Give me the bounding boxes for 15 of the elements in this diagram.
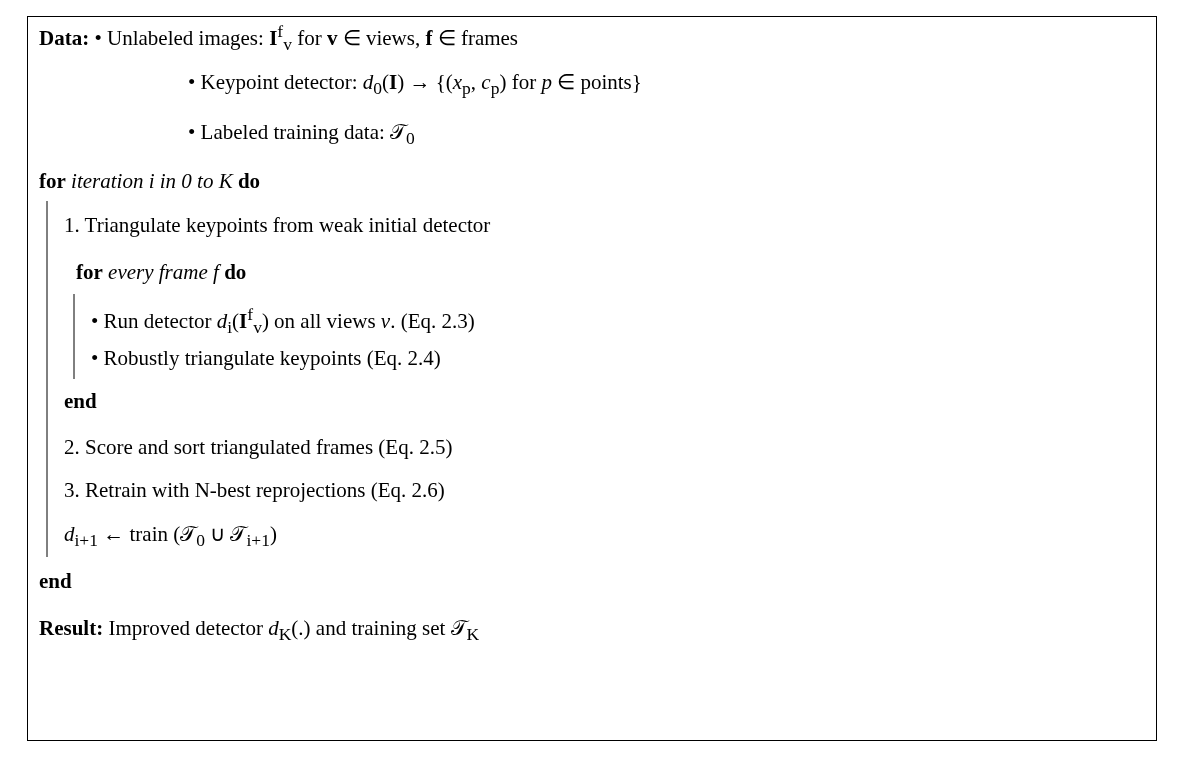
pseudocode-line: end bbox=[64, 388, 97, 415]
algorithm-box bbox=[27, 16, 1157, 741]
pseudocode-line: Data: • Unlabeled images: I$^{f}$$_{v}$ for v ∈ views, f ∈ frames bbox=[39, 20, 519, 57]
pseudocode-line: 1. Triangulate keypoints from weak initial detector bbox=[64, 212, 491, 239]
pseudocode-line: end bbox=[39, 568, 72, 595]
pseudocode-line: 2. Score and sort triangulated frames (Eq. 2.5) bbox=[64, 434, 453, 461]
pseudocode-line: • Keypoint detector: d$_{0}$(I) → {(x$_{p}$, c$_{p}$) for p ∈ points} bbox=[188, 69, 642, 101]
pseudocode-line: for every frame f do bbox=[76, 259, 247, 286]
pseudocode-line: • Labeled training data: 𝒯$_{0}$ bbox=[188, 119, 415, 151]
pseudocode-line: • Robustly triangulate keypoints (Eq. 2.4) bbox=[91, 345, 441, 372]
pseudocode-line: • Run detector d$_{i}$(I$^{f}$$_{v}$) on all views v. (Eq. 2.3) bbox=[91, 303, 475, 340]
pseudocode-line: Result: Improved detector d$_{K}$(.) and training set 𝒯$_{K}$ bbox=[39, 615, 480, 647]
pseudocode-line: d$_{i+1}$ ← train (𝒯$_{0}$ ∪ 𝒯$_{i+1}$) bbox=[64, 521, 277, 553]
pseudocode-line: 3. Retrain with N-best reprojections (Eq. 2.6) bbox=[64, 477, 445, 504]
pseudocode-line: for iteration i in 0 to K do bbox=[39, 168, 261, 195]
